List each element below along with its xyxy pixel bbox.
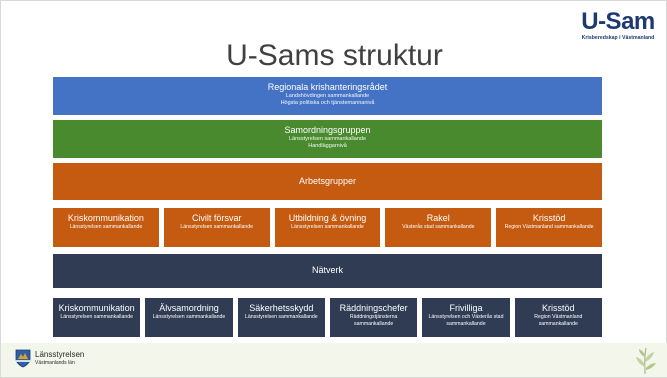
natverk-box: Frivilliga Länsstyrelsen och Västerås st…	[422, 298, 510, 337]
box-sub: Länsstyrelsen sammankallande	[69, 224, 143, 230]
band-regionala-krishanteringsradet: Regionala krishanteringsrådet Landshövdi…	[53, 77, 602, 115]
arbetsgrupp-box: Kriskommunikation Länsstyrelsen sammanka…	[53, 208, 159, 247]
footer-org-sub: Västmanlands län	[35, 360, 75, 366]
box-title: Kriskommunikation	[67, 213, 144, 223]
box-title: Frivilliga	[449, 303, 483, 313]
natverk-box: Krisstöd Region Västmanland sammankallan…	[514, 298, 602, 337]
band-line: Handläggarnivå	[308, 143, 347, 149]
arbetsgrupp-box: Krisstöd Region Västmanland sammankallan…	[496, 208, 602, 247]
box-sub: Region Västmanland sammankallande	[534, 314, 583, 327]
box-sub: Västerås stad sammankallande	[402, 224, 475, 230]
box-title: Säkerhetsskydd	[249, 303, 314, 313]
box-title: Rakel	[426, 213, 450, 223]
arbetsgrupper-row: Kriskommunikation Länsstyrelsen sammanka…	[53, 208, 602, 247]
box-sub: Länsstyrelsen sammankallande	[152, 314, 226, 320]
arbetsgrupp-box: Utbildning & övning Länsstyrelsen samman…	[274, 208, 381, 247]
box-sub: Länsstyrelsen sammankallande	[60, 314, 133, 320]
arbetsgrupp-box: Rakel Västerås stad sammankallande	[385, 208, 492, 247]
box-sub: Länsstyrelsen sammankallande	[244, 314, 318, 320]
box-title: Älvsamordning	[159, 303, 219, 313]
footer: Länsstyrelsen Västmanlands län	[1, 343, 667, 377]
logo-sub-text: Krisberedskap i Västmanland	[581, 35, 655, 41]
band-line: Landshövdingen sammankallande	[285, 93, 370, 99]
band-title: Nätverk	[311, 265, 343, 275]
band-title: Regionala krishanteringsrådet	[267, 82, 388, 92]
logo-main-text: U-Sam	[581, 8, 655, 35]
box-title: Krisstöd	[542, 303, 575, 313]
box-sub: Länsstyrelsen sammankallande	[180, 224, 254, 230]
box-sub: Region Västmanland sammankallande	[504, 224, 594, 230]
box-title: Krisstöd	[532, 213, 566, 223]
arbetsgrupp-box: Civilt försvar Länsstyrelsen sammankalla…	[163, 208, 270, 247]
band-title: Samordningsgruppen	[284, 125, 371, 135]
band-samordningsgruppen: Samordningsgruppen Länsstyrelsen sammank…	[53, 120, 602, 158]
natverk-row: Kriskommunikation Länsstyrelsen sammanka…	[53, 298, 602, 337]
band-title: Arbetsgrupper	[298, 176, 357, 186]
box-title: Räddningschefer	[339, 303, 408, 313]
natverk-box: Säkerhetsskydd Länsstyrelsen sammankalla…	[237, 298, 325, 337]
band-line: Länsstyrelsen sammankallande	[288, 136, 367, 142]
footer-org-name: Länsstyrelsen	[35, 350, 85, 359]
natverk-box: Räddningschefer Räddningstjänsterna samm…	[329, 298, 418, 337]
natverk-box: Kriskommunikation Länsstyrelsen sammanka…	[53, 298, 141, 337]
crest-icon	[15, 349, 31, 368]
slide-title: U-Sams struktur	[226, 39, 443, 72]
box-sub: Räddningstjänsterna sammankallande	[349, 314, 398, 327]
natverk-box: Älvsamordning Länsstyrelsen sammankallan…	[145, 298, 233, 337]
box-title: Utbildning & övning	[288, 213, 367, 223]
band-line: Högsta politiska och tjänstemannanivå	[280, 100, 375, 106]
box-sub: Länsstyrelsen och Västerås stad sammanka…	[428, 314, 504, 327]
band-natverk: Nätverk	[53, 254, 602, 288]
band-arbetsgrupper: Arbetsgrupper	[53, 163, 602, 200]
box-sub: Länsstyrelsen sammankallande	[291, 224, 364, 230]
box-title: Civilt försvar	[191, 213, 242, 223]
plant-icon	[636, 347, 656, 375]
box-title: Kriskommunikation	[58, 303, 135, 313]
usam-logo: U-Sam Krisberedskap i Västmanland	[578, 9, 658, 53]
